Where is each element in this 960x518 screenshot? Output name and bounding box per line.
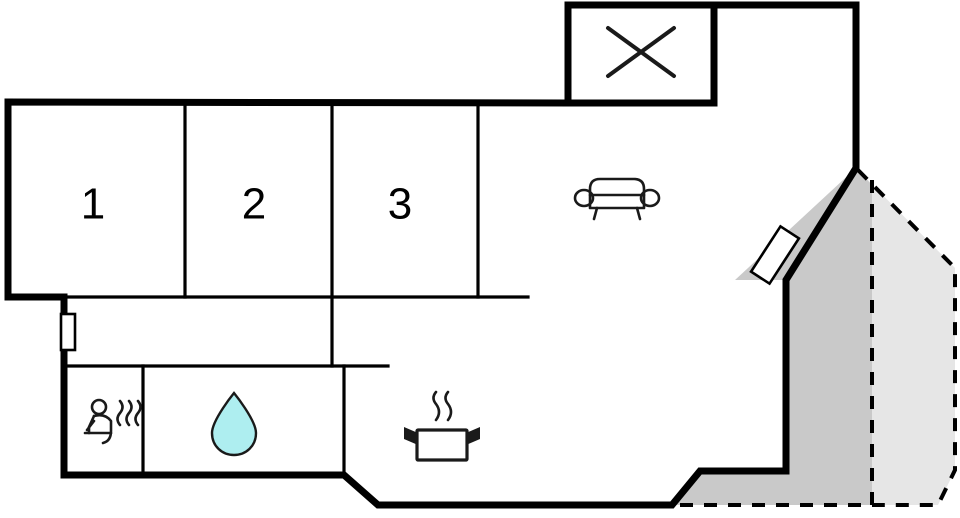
water-drop-icon — [210, 391, 258, 457]
terrace-outline-primary — [672, 180, 874, 507]
stairs-box — [564, 1, 718, 107]
room-number-1: 1 — [81, 180, 105, 229]
sofa-icon — [573, 177, 661, 221]
terrace-outline-secondary — [856, 168, 957, 507]
stairs-x-icon-line-2 — [606, 26, 676, 78]
stairs-box-outline — [564, 1, 718, 107]
openings-group — [59, 224, 801, 352]
sauna-icon — [83, 398, 142, 445]
terrace-group — [672, 168, 957, 507]
terrace-area-primary — [672, 168, 872, 505]
interior-walls — [6, 100, 530, 477]
door-left-wall[interactable] — [59, 312, 77, 352]
room-number-group: 1 2 3 — [81, 180, 412, 229]
room-number-2: 2 — [242, 180, 266, 229]
room-number-3: 3 — [388, 180, 412, 229]
terrace-area-secondary — [856, 168, 955, 505]
cooking-pot-icon — [404, 390, 480, 462]
door-terrace-diagonal[interactable] — [749, 224, 801, 286]
